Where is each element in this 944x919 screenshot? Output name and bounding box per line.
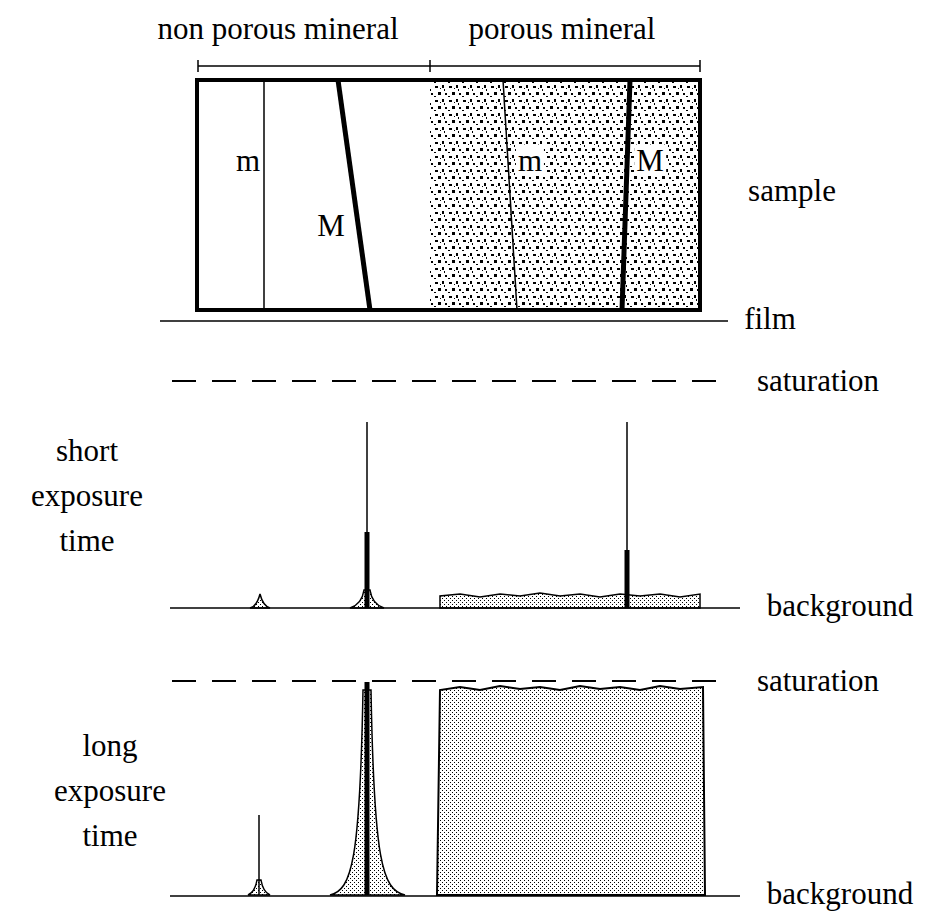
long-profile	[248, 682, 705, 895]
mineral-label: m	[516, 145, 544, 176]
mineral-label: m	[234, 145, 262, 176]
film-line	[160, 320, 728, 322]
film-label: film	[744, 303, 796, 334]
saturation-label: saturation	[757, 365, 879, 396]
region-label: non porous mineral	[157, 13, 398, 44]
region-label: porous mineral	[469, 13, 656, 44]
mineral-label: M	[315, 210, 347, 241]
background-label: background	[767, 878, 913, 909]
sample-block	[197, 80, 700, 310]
bracket	[198, 60, 700, 72]
background-line	[170, 607, 740, 609]
saturation-label: saturation	[757, 665, 879, 696]
background-line	[170, 895, 740, 897]
saturation-line	[172, 680, 730, 682]
sample-label: sample	[748, 175, 836, 206]
saturation-line	[172, 380, 730, 382]
mineral-label: M	[634, 145, 666, 176]
exposure-label: short exposure time	[17, 428, 157, 563]
background-label: background	[767, 590, 913, 621]
exposure-label: long exposure time	[40, 723, 180, 858]
short-profile	[250, 422, 700, 608]
